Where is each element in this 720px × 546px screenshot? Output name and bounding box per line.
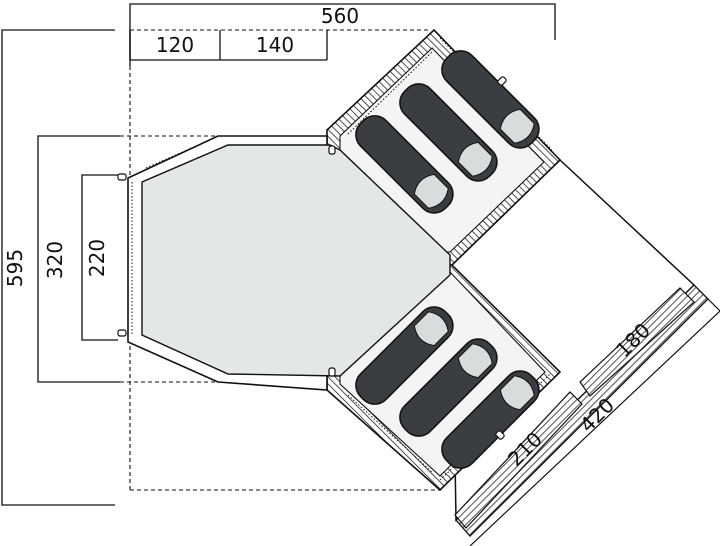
zip-pulls: [117, 76, 507, 440]
zip-pull-icon: [497, 76, 507, 86]
zip-pull-icon: [117, 329, 127, 337]
sleeping-bags-lower: [355, 306, 540, 469]
sleeping-bags-upper: [355, 50, 540, 214]
dim-line-living-depth: [37, 135, 120, 383]
sleeping-bag-icon: [399, 83, 498, 182]
label-living-depth: 320: [43, 241, 67, 279]
dim-line-overall-depth: [1, 29, 115, 506]
porch-band-inner: [579, 287, 695, 397]
zip-pull-icon: [495, 430, 505, 440]
label-overall-depth: 595: [3, 249, 27, 287]
porch-area: [451, 158, 720, 546]
sleeping-bag-icon: [355, 306, 454, 405]
sleeping-bag-icon: [399, 338, 498, 437]
label-bedroom-depth: 140: [256, 33, 294, 57]
dimension-lines: [1, 3, 556, 506]
label-living-width: 120: [156, 33, 194, 57]
dim-line-door-width: [81, 174, 118, 341]
zip-pull-icon: [328, 367, 336, 377]
zip-pull-icon: [117, 173, 127, 181]
zip-pull-icon: [328, 145, 336, 155]
sleeping-bag-icon: [355, 115, 454, 214]
sleeping-bag-icon: [441, 370, 540, 469]
porch-band-mid: [454, 391, 583, 529]
sleeping-bag-icon: [441, 50, 540, 149]
label-overall-width: 560: [321, 4, 359, 28]
label-door-width: 220: [85, 239, 109, 277]
